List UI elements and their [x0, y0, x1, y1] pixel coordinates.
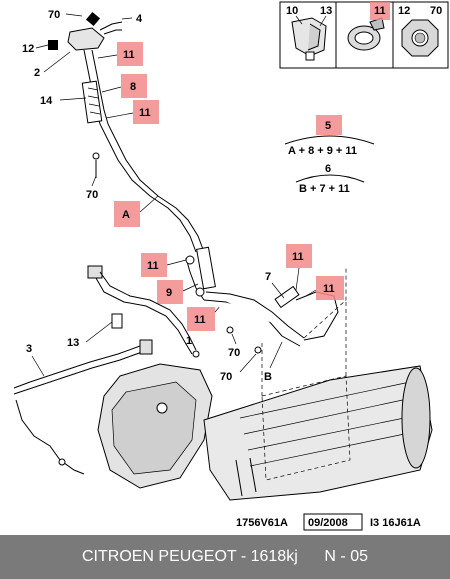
- inset-ref-12: 12: [398, 5, 410, 17]
- formula-6-ref: 6: [325, 163, 331, 175]
- ref-9: 9: [166, 287, 172, 299]
- label-3: 3: [26, 343, 32, 355]
- label-4: 4: [136, 13, 143, 25]
- inset-box: 10 13 11 12 70: [279, 1, 449, 69]
- label-70-lower: 70: [228, 347, 240, 359]
- ref-11-f-highlight: [316, 276, 344, 300]
- ref-11-a-highlight: [117, 42, 143, 66]
- pressure-sensor: [48, 11, 123, 51]
- ref-11-d-highlight: [187, 307, 215, 331]
- label-13: 13: [67, 337, 79, 349]
- footer-page: N - 05: [324, 548, 368, 565]
- connector-icon: [291, 17, 327, 61]
- label-14: 14: [40, 95, 53, 107]
- ref-11-e-highlight: [286, 244, 312, 268]
- formula-5-ref: 5: [325, 120, 331, 132]
- label-70-top: 70: [48, 9, 60, 21]
- formula-6: 6 B + 7 + 11: [295, 163, 365, 195]
- ref-a: A: [122, 209, 130, 221]
- label-7: 7: [265, 271, 271, 283]
- hose-pipe-a: [81, 49, 205, 253]
- ref-11-c-highlight: [141, 253, 167, 277]
- drawing-date: 09/2008: [308, 517, 348, 529]
- ref-a-highlight: [114, 201, 140, 227]
- inset-ref-11-highlight: [370, 2, 390, 20]
- formula-5: 5 A + 8 + 9 + 11: [284, 115, 375, 157]
- inset-ref-11: 11: [374, 5, 386, 17]
- particle-filter: [97, 268, 433, 501]
- footer-bar: CITROEN PEUGEOT - 1618kj N - 05: [0, 535, 450, 579]
- ref-11-f: 11: [323, 283, 335, 295]
- hose-9: [185, 246, 216, 301]
- label-1: 1: [186, 335, 192, 347]
- label-2: 2: [34, 67, 40, 79]
- pipe-b: [203, 285, 339, 354]
- temperature-sensor-1: [87, 265, 200, 358]
- temperature-sensor-3: [13, 339, 153, 475]
- footer-brand: CITROEN PEUGEOT - 1618kj: [81, 548, 298, 565]
- label-12: 12: [22, 43, 34, 55]
- label-70-mid: 70: [86, 189, 98, 201]
- ref-8: 8: [130, 81, 136, 93]
- parts-diagram: 10 13 11 12 70 5 A + 8 + 9 + 11 6 B + 7 …: [13, 1, 449, 531]
- ref-11-c: 11: [147, 260, 159, 272]
- ref-9-highlight: [157, 280, 183, 304]
- formula-5-expr: A + 8 + 9 + 11: [288, 145, 357, 157]
- inset-ref-70: 70: [430, 5, 442, 17]
- inset-ref-10: 10: [286, 5, 298, 17]
- ref-11-b-highlight: [133, 100, 159, 124]
- ref-11-d: 11: [194, 314, 206, 326]
- label-b: B: [264, 371, 272, 383]
- drawing-version: I3 16J61A: [370, 517, 421, 529]
- clamp-icon: [347, 17, 385, 51]
- formula-6-expr: B + 7 + 11: [299, 183, 350, 195]
- ref-8-highlight: [121, 74, 147, 98]
- formula-5-ref-highlight: [316, 115, 342, 135]
- ref-11-e: 11: [292, 251, 304, 263]
- drawing-code: 1756V61A: [236, 517, 288, 529]
- ref-11-a: 11: [123, 49, 135, 61]
- inset-ref-13: 13: [320, 5, 332, 17]
- footer-separator: [298, 548, 325, 566]
- ref-11-b: 11: [139, 107, 151, 119]
- label-70-bottom: 70: [220, 371, 232, 383]
- nut-icon: [401, 19, 439, 57]
